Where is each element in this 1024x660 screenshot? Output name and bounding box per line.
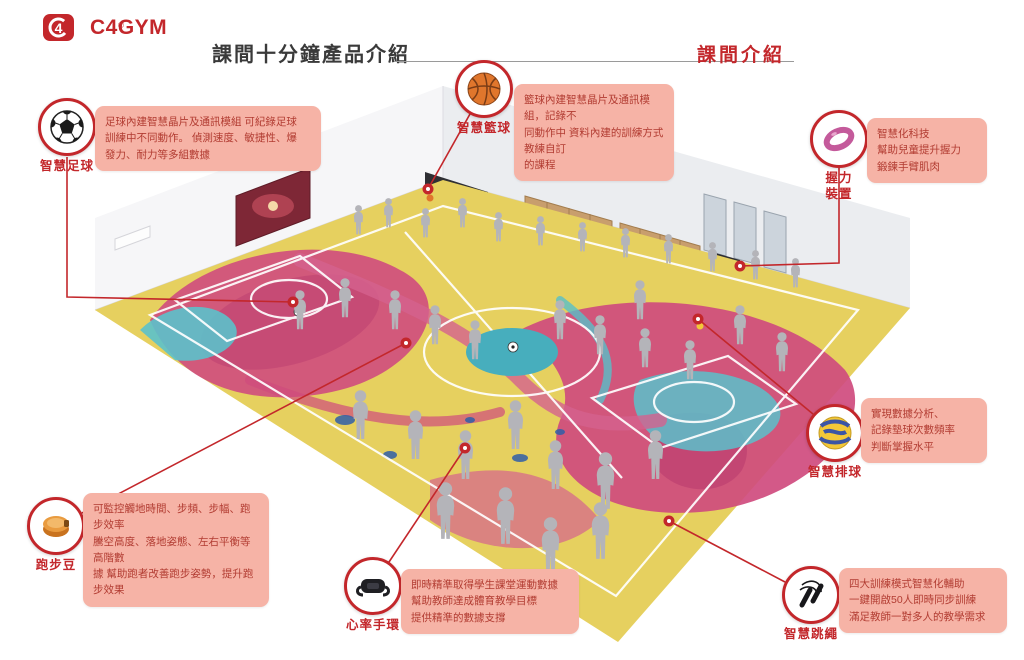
callout-jump-rope: 智慧跳繩 四大訓練模式智慧化輔助 一鍵開啟50人即時同步訓練 滿足教師一對多人的… xyxy=(782,566,1007,643)
callout-text: 實現數據分析、 記錄墊球次數頻率 判斷掌握水平 xyxy=(861,398,987,463)
brand-logo: 4 ® C4GYM xyxy=(42,13,167,43)
page-title: 課間十分鐘產品介紹 xyxy=(212,44,410,66)
callout-label: 心率手環 xyxy=(345,618,400,632)
basketball-circle xyxy=(455,60,513,118)
grip-circle xyxy=(810,110,868,168)
svg-text:4: 4 xyxy=(55,20,63,36)
callout-text: 籃球內建智慧晶片及通訊模組，記錄不 同動作中 資料內建的訓練方式教練自訂 的課程 xyxy=(514,84,674,182)
volleyball-circle xyxy=(806,404,864,462)
grip-ring-icon xyxy=(823,126,855,152)
callout-text: 足球內建智慧晶片及通訊模組 可紀錄足球 訓練中不同動作。 偵測速度、敏捷性、爆 … xyxy=(95,106,321,171)
run-pod-icon xyxy=(43,516,69,537)
brand-logo-icon: 4 xyxy=(43,14,74,41)
registered-mark: ® xyxy=(118,21,124,30)
heart-band-icon xyxy=(356,579,390,597)
section-title: 課間介紹 xyxy=(697,45,786,66)
heartband-circle xyxy=(344,557,402,615)
callout-smart-volleyball: 智慧排球 實現數據分析、 記錄墊球次數頻率 判斷掌握水平 xyxy=(806,398,987,481)
callout-label: 智慧足球 xyxy=(39,159,94,173)
jumprope-circle xyxy=(782,566,840,624)
soccer-circle xyxy=(38,98,96,156)
jump-rope-icon xyxy=(799,580,824,608)
callout-label: 智慧跳繩 xyxy=(783,627,838,641)
callout-label: 智慧籃球 xyxy=(456,121,511,135)
soccer-ball-icon xyxy=(50,110,84,144)
callout-text: 智慧化科技 幫助兒童提升握力 鍛鍊手臂肌肉 xyxy=(867,118,987,183)
callout-smart-soccer: 智慧足球 足球內建智慧晶片及通訊模組 可紀錄足球 訓練中不同動作。 偵測速度、敏… xyxy=(38,98,321,175)
brand-name: C4GYM xyxy=(90,16,168,39)
callout-heart-band: 心率手環 即時精準取得學生課堂運動數據 幫助教師達成體育教學目標 提供精準的數據… xyxy=(344,557,579,634)
callout-label: 握力 裝置 xyxy=(825,171,853,201)
header-rule xyxy=(394,61,794,62)
callout-run-pod: 跑步豆 可監控觸地時間、步頻、步幅、跑步效率 騰空高度、落地姿態、左右平衡等高階… xyxy=(27,493,269,607)
basketball-icon xyxy=(467,72,501,106)
callout-label: 跑步豆 xyxy=(35,558,77,572)
callout-text: 即時精準取得學生課堂運動數據 幫助教師達成體育教學目標 提供精準的數據支撐 xyxy=(401,569,579,634)
callout-label: 智慧排球 xyxy=(807,465,862,479)
callout-text: 四大訓練模式智慧化輔助 一鍵開啟50人即時同步訓練 滿足教師一對多人的教學需求 xyxy=(839,568,1007,633)
callout-grip-device: 握力 裝置 智慧化科技 幫助兒童提升握力 鍛鍊手臂肌肉 xyxy=(810,110,987,202)
volleyball-icon xyxy=(818,416,852,450)
runpod-circle xyxy=(27,497,85,555)
callout-text: 可監控觸地時間、步頻、步幅、跑步效率 騰空高度、落地姿態、左右平衡等高階數 據 … xyxy=(83,493,269,607)
callout-smart-basketball: 智慧籃球 籃球內建智慧晶片及通訊模組，記錄不 同動作中 資料內建的訓練方式教練自… xyxy=(455,60,674,182)
